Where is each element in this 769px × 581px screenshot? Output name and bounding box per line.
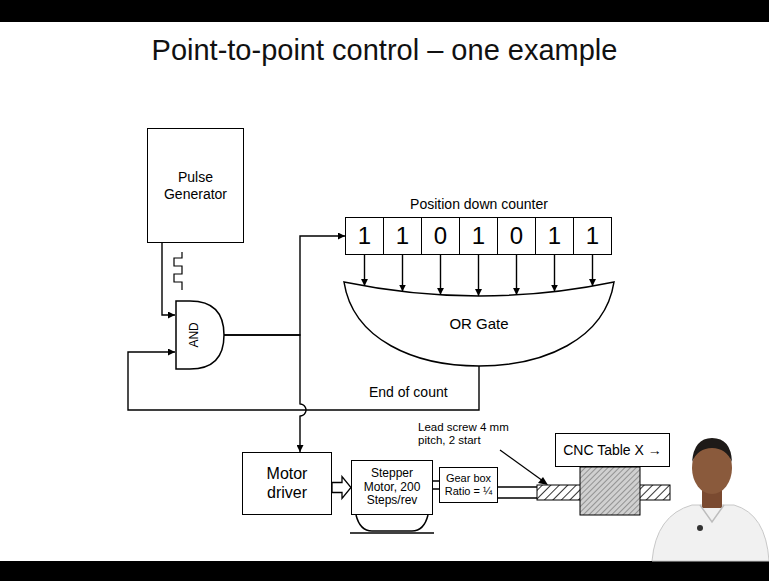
node-text: AND	[188, 322, 202, 347]
node-text: 1	[396, 222, 409, 250]
signal-wire	[554, 255, 555, 292]
node-text: Pulse Generator	[151, 169, 240, 201]
top-bar	[0, 0, 769, 22]
output-shaft	[497, 497, 537, 498]
counter-bit-cell: 1	[345, 217, 384, 255]
node-text: 0	[434, 222, 447, 250]
counter-bit-cell: 1	[535, 217, 574, 255]
pulse-generator-box: Pulse Generator	[147, 128, 244, 243]
leader-line	[500, 450, 543, 481]
node-text: 0	[510, 222, 523, 250]
node-text: Gear box Ratio = ¼	[443, 472, 494, 497]
node-text: 1	[472, 222, 485, 250]
stepper-motor-box: Stepper Motor, 200 Steps/rev	[351, 460, 433, 515]
part-label: Lead screw 4 mm pitch, 2 start	[418, 421, 530, 447]
node-text: CNC Table X →	[563, 442, 662, 458]
signal-wire	[162, 243, 175, 315]
node-text: Stepper Motor, 200 Steps/rev	[355, 467, 429, 508]
node-text: OR Gate	[449, 315, 508, 332]
counter-bit-cell: 0	[497, 217, 536, 255]
or-gate-shape	[344, 282, 614, 366]
node-text: Motor driver	[246, 465, 328, 502]
and-gate-shape	[176, 301, 224, 369]
signal-wire	[478, 255, 479, 296]
signal-wire	[364, 255, 365, 286]
bottom-bar	[0, 561, 769, 581]
hollow-arrow	[332, 477, 351, 499]
signal-wire	[516, 255, 517, 295]
counter-bit-cell: 1	[573, 217, 612, 255]
leader-arrowhead	[538, 477, 548, 485]
signal-wire	[224, 236, 345, 335]
gear-box: Gear box Ratio = ¼	[439, 467, 498, 503]
slide-title: Point-to-point control – one example	[0, 34, 769, 67]
position-down-counter: Position down counter1101011	[345, 196, 613, 248]
edge-label: End of count	[367, 384, 450, 400]
presenter-microphone	[697, 525, 703, 531]
pulse-waveform	[174, 252, 182, 290]
node-text: 1	[586, 222, 599, 250]
cnc-table-box: CNC Table X →	[555, 433, 670, 467]
motor-driver-box: Motor driver	[242, 452, 332, 515]
and-gate: AND	[175, 300, 225, 370]
counter-bit-cell: 1	[383, 217, 422, 255]
signal-wire	[224, 335, 306, 452]
motor-body	[356, 515, 428, 531]
presenter-hair	[692, 438, 732, 462]
signal-wire	[592, 255, 593, 286]
counter-bit-cell: 1	[459, 217, 498, 255]
presenter-collar	[700, 505, 724, 522]
motor-base	[350, 532, 434, 534]
table-nut	[580, 467, 640, 515]
signal-wire	[402, 255, 403, 292]
counter-bit-cell: 0	[421, 217, 460, 255]
or-gate: OR Gate	[343, 280, 615, 368]
node-text: Position down counter	[410, 196, 548, 212]
presenter-shirt	[652, 505, 769, 561]
node-text: 1	[358, 222, 371, 250]
signal-wire	[440, 255, 441, 295]
node-text: 1	[548, 222, 561, 250]
output-shaft	[497, 486, 537, 487]
